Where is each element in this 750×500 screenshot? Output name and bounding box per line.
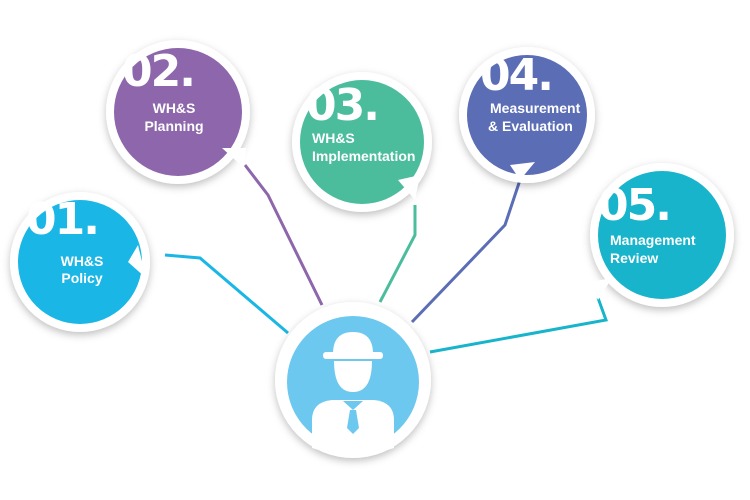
worker-hardhat-icon (312, 332, 394, 455)
step-label: Measurement (490, 100, 581, 116)
step-label: WH&S (61, 253, 104, 269)
connector-01 (164, 253, 289, 335)
step-02[interactable]: 02. WH&S Planning (106, 40, 250, 184)
step-number: 05. (598, 180, 670, 231)
connector-03 (378, 205, 417, 303)
step-05[interactable]: 05. Management Review (590, 163, 734, 307)
connector-05 (429, 297, 609, 354)
step-label: Implementation (312, 148, 415, 164)
step-label: Review (610, 250, 658, 266)
connector-02 (243, 164, 324, 306)
center-worker (275, 302, 431, 458)
step-04[interactable]: 04. Measurement & Evaluation (459, 47, 595, 183)
step-label: Planning (144, 118, 203, 134)
step-label: & Evaluation (488, 118, 573, 134)
connector-04 (410, 179, 522, 324)
step-label: Management (610, 232, 696, 248)
step-number: 02. (122, 46, 194, 97)
step-number: 01. (26, 194, 98, 245)
step-number: 04. (480, 50, 552, 101)
step-01[interactable]: 01. WH&S Policy (10, 192, 150, 332)
step-label: WH&S (312, 130, 355, 146)
step-label: Policy (61, 270, 102, 286)
step-number: 03. (306, 80, 378, 131)
step-03[interactable]: 03. WH&S Implementation (292, 72, 432, 212)
step-label: WH&S (153, 100, 196, 116)
